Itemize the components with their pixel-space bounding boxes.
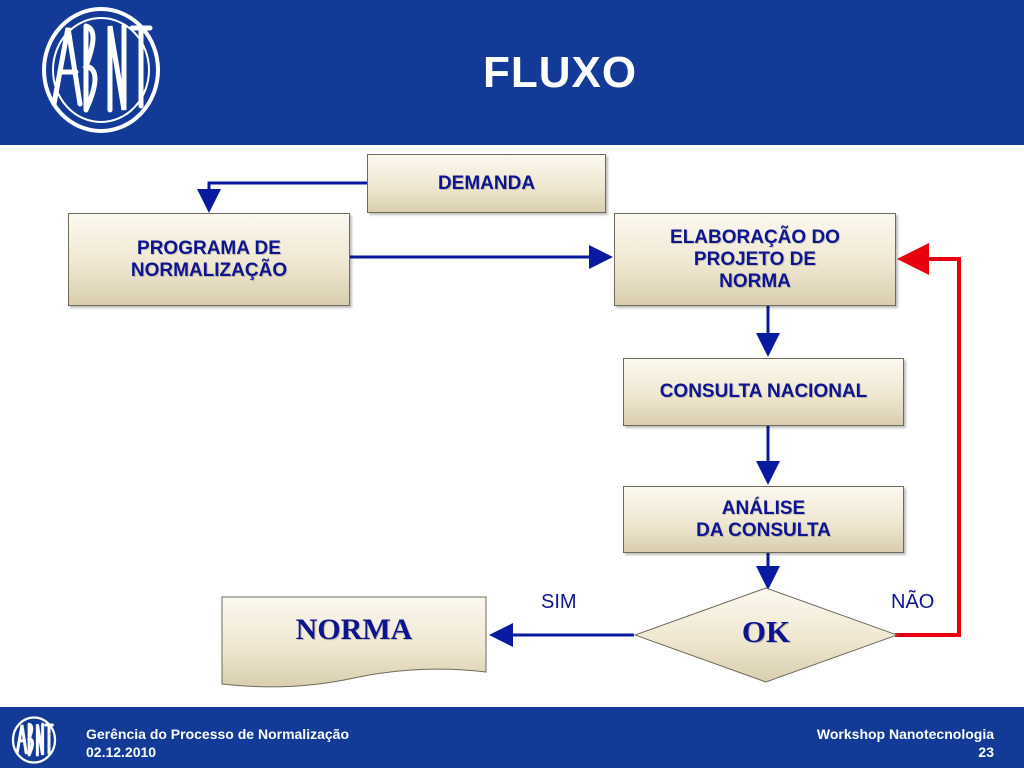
- node-programa: PROGRAMA DE NORMALIZAÇÃO: [68, 213, 350, 306]
- node-programa-label: PROGRAMA DE NORMALIZAÇÃO: [130, 237, 288, 281]
- footer-department: Gerência do Processo de Normalização: [86, 726, 349, 742]
- node-demanda: DEMANDA: [367, 154, 606, 213]
- ok-decision-diamond: [633, 587, 899, 683]
- node-elaboracao-label: ELABORAÇÃO DO PROJETO DE NORMA: [670, 226, 840, 292]
- footer-page-number: 23: [978, 744, 994, 760]
- node-consulta: CONSULTA NACIONAL: [623, 358, 904, 426]
- page-title: FLUXO: [482, 48, 638, 97]
- node-analise-label: ANÁLISE DA CONSULTA: [696, 497, 831, 541]
- edge-label-sim: SIM: [541, 591, 577, 613]
- edge-label-nao: NÃO: [891, 591, 935, 613]
- abnt-footer-logo: [11, 716, 57, 764]
- node-demanda-label: DEMANDA: [437, 172, 536, 194]
- footer-bar: Gerência do Processo de Normalização 02.…: [0, 707, 1024, 768]
- arrow-ok-to-elaboracao-loop: [895, 243, 961, 637]
- abnt-logo: [42, 7, 160, 133]
- node-consulta-label: CONSULTA NACIONAL: [659, 381, 868, 402]
- node-norma-label: NORMA: [295, 613, 413, 646]
- footer-left-text: Gerência do Processo de Normalização 02.…: [86, 725, 349, 761]
- footer-date: 02.12.2010: [86, 744, 157, 760]
- footer-event: Workshop Nanotecnologia: [816, 726, 994, 742]
- arrow-demanda-to-programa: [197, 181, 367, 213]
- node-analise: ANÁLISE DA CONSULTA: [623, 486, 904, 553]
- norma-document-shape: [221, 596, 487, 688]
- header-bar: FLUXO: [0, 0, 1024, 145]
- node-elaboracao: ELABORAÇÃO DO PROJETO DE NORMA: [614, 213, 896, 306]
- footer-right-text: Workshop Nanotecnologia 23: [817, 725, 994, 761]
- node-ok-label: OK: [741, 614, 791, 649]
